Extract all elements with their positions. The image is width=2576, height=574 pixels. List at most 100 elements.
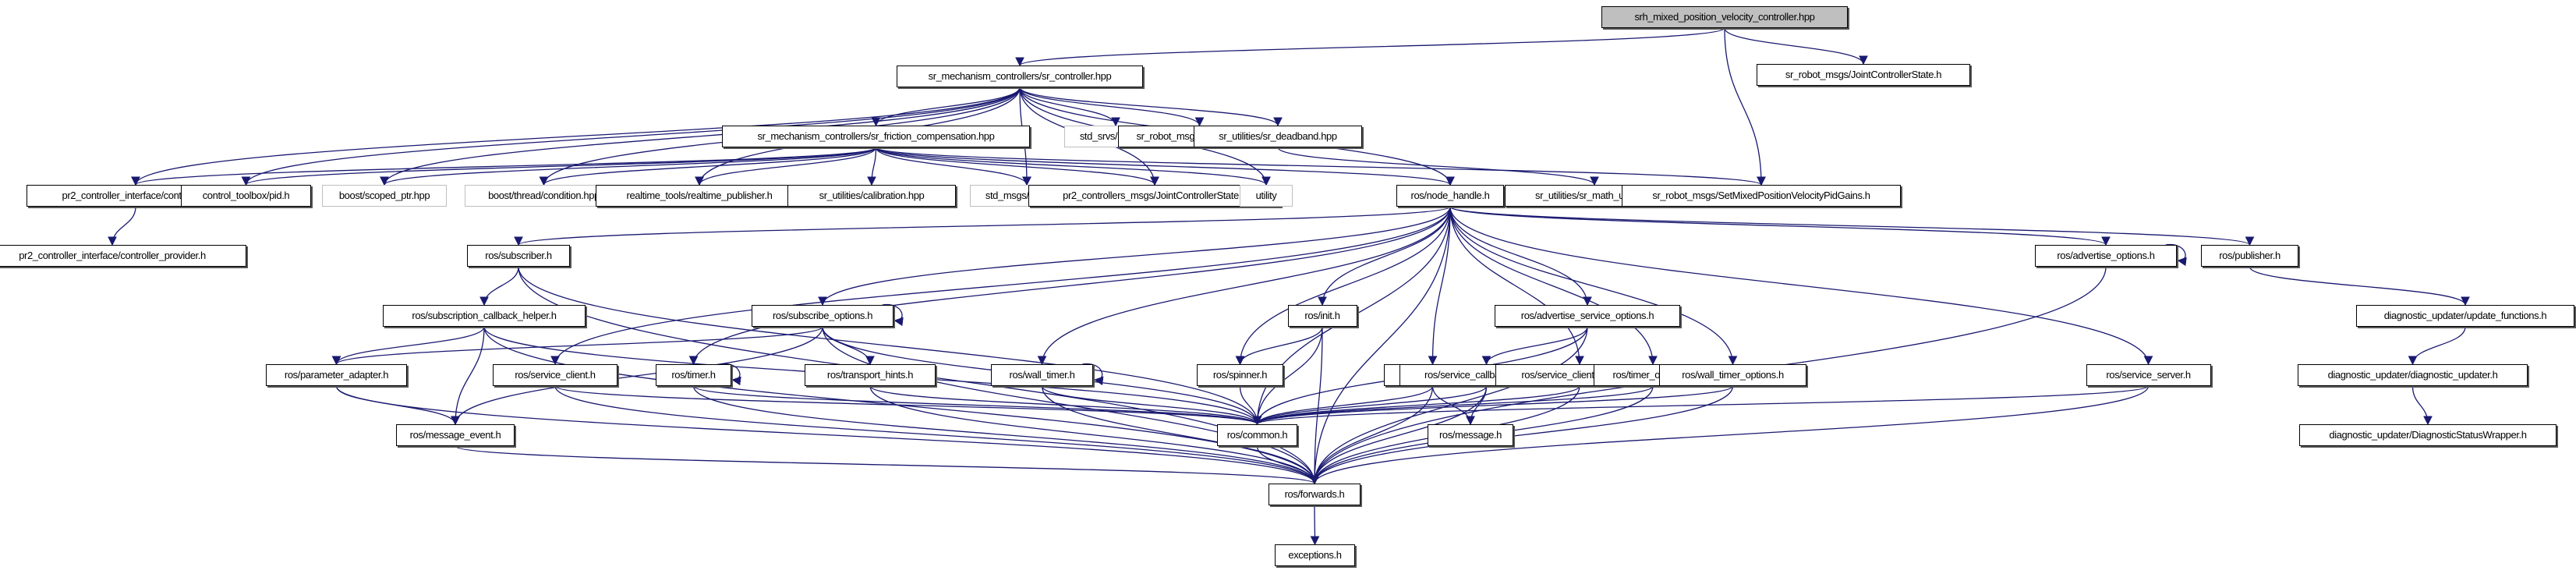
edge-src-to-sfc — [871, 87, 1021, 127]
node-cal[interactable]: sr_utilities/calibration.hpp — [787, 185, 957, 207]
edge-sfc-to-sptr — [380, 147, 877, 186]
edge-pci-to-pcp — [108, 206, 136, 246]
node-jcs[interactable]: sr_robot_msgs/JointControllerState.h — [1757, 64, 1970, 86]
node-exc[interactable]: exceptions.h — [1274, 544, 1356, 566]
node-pa[interactable]: ros/parameter_adapter.h — [265, 364, 408, 386]
edge-nh-to-advo — [1449, 206, 2111, 246]
edge-root-to-jcs — [1724, 27, 1868, 66]
edge-root-to-src — [1015, 27, 1725, 67]
edge-nh-to-to — [1449, 206, 1658, 366]
edge-timer-to-timer — [720, 363, 741, 386]
edge-nh-to-wto — [1449, 206, 1738, 366]
node-src[interactable]: sr_mechanism_controllers/sr_controller.h… — [896, 66, 1144, 87]
node-ss[interactable]: ros/service_server.h — [2086, 364, 2211, 386]
node-smp[interactable]: sr_robot_msgs/SetMixedPositionVelocityPi… — [1621, 185, 1902, 207]
node-dead[interactable]: sr_utilities/sr_deadband.hpp — [1193, 126, 1363, 147]
node-pjcs[interactable]: pr2_controllers_msgs/JointControllerStat… — [1028, 185, 1281, 207]
edge-src-to-spg — [1019, 87, 1205, 127]
edge-sc-to-common — [554, 385, 1261, 426]
edge-sfc-to-smp — [875, 147, 1766, 186]
node-wt[interactable]: ros/wall_timer.h — [990, 364, 1094, 386]
edge-ss-to-common — [1253, 385, 2150, 426]
edge-nh-to-pub2 — [1449, 206, 2254, 246]
edge-pub-to-common — [1252, 385, 1434, 426]
node-uf[interactable]: diagnostic_updater/update_functions.h — [2355, 305, 2575, 327]
node-fwd[interactable]: ros/forwards.h — [1269, 484, 1361, 505]
edge-src-to-empty — [1019, 87, 1120, 127]
node-pid[interactable]: control_toolbox/pid.h — [180, 185, 312, 207]
node-common[interactable]: ros/common.h — [1216, 424, 1298, 446]
node-dsw[interactable]: diagnostic_updater/DiagnosticStatusWrapp… — [2298, 424, 2557, 446]
edge-th-to-common — [869, 385, 1262, 426]
node-sc[interactable]: ros/service_client.h — [493, 364, 617, 386]
node-nh[interactable]: ros/node_handle.h — [1396, 185, 1505, 207]
edge-advo-to-advo — [2165, 244, 2187, 267]
edge-root-to-smp — [1724, 27, 1766, 186]
node-spin[interactable]: ros/spinner.h — [1197, 364, 1283, 386]
edge-init-to-common — [1252, 326, 1323, 426]
edge-pub2-to-uf — [2249, 266, 2470, 306]
node-sub[interactable]: ros/subscriber.h — [467, 245, 570, 267]
edge-timer-to-fwd — [692, 385, 1319, 485]
edge-nh-to-pub — [1428, 206, 1451, 366]
node-advo[interactable]: ros/advertise_options.h — [2035, 245, 2177, 267]
node-timer[interactable]: ros/timer.h — [656, 364, 731, 386]
edge-me-to-fwd — [455, 445, 1319, 485]
edge-pub-to-fwd — [1310, 385, 1434, 485]
node-wto[interactable]: ros/wall_timer_options.h — [1659, 364, 1806, 386]
node-util[interactable]: utility — [1240, 185, 1293, 207]
edge-sfc-to-pjcs — [875, 147, 1159, 186]
edge-sfc-to-cond — [539, 147, 877, 186]
edge-sfc-to-f64 — [875, 147, 1031, 186]
node-pcp[interactable]: pr2_controller_interface/controller_prov… — [0, 245, 247, 267]
edge-sfc-to-util — [875, 147, 1271, 186]
edge-subo-to-pa — [331, 326, 823, 366]
edge-subo-to-subo — [882, 304, 904, 327]
edge-wt-to-wt — [1082, 363, 1104, 386]
edge-sc-to-fwd — [554, 385, 1319, 485]
edge-nh-to-init — [1318, 206, 1451, 306]
edge-nh-to-timer — [688, 206, 1451, 366]
edge-sco-to-common — [1252, 385, 1580, 426]
edge-sfc-to-cal — [867, 147, 877, 186]
edge-common-to-fwd — [1256, 445, 1319, 485]
node-pub2[interactable]: ros/publisher.h — [2201, 245, 2298, 267]
edge-src-to-pci — [131, 87, 1021, 186]
edge-sch2-to-fwd — [1310, 385, 1488, 485]
edge-sch-to-pa — [331, 326, 485, 366]
node-init[interactable]: ros/init.h — [1287, 305, 1357, 327]
node-th[interactable]: ros/transport_hints.h — [805, 364, 936, 386]
node-aso[interactable]: ros/advertise_service_options.h — [1494, 305, 1681, 327]
node-sfc[interactable]: sr_mechanism_controllers/sr_friction_com… — [722, 126, 1030, 147]
edge-init-to-spin — [1235, 326, 1323, 366]
edge-wt-to-common — [1041, 385, 1262, 426]
edge-sfc-to-pci — [131, 147, 877, 186]
edge-to-to-common — [1252, 385, 1654, 426]
edge-wt-to-fwd — [1041, 385, 1319, 485]
node-du[interactable]: diagnostic_updater/diagnostic_updater.h — [2298, 364, 2528, 386]
edge-nh-to-aso — [1449, 206, 1592, 306]
edge-nh-to-fwd — [1310, 206, 1451, 485]
edge-pa-to-fwd — [335, 385, 1319, 485]
edge-sch-to-me — [451, 326, 485, 426]
edge-src-to-dead — [1019, 87, 1283, 127]
edge-nh-to-sc — [550, 206, 1451, 366]
edge-nh-to-subo — [818, 206, 1451, 306]
node-root[interactable]: srh_mixed_position_velocity_controller.h… — [1601, 6, 1849, 28]
edge-sch2-to-common — [1252, 385, 1488, 426]
edge-subo-to-me — [451, 326, 823, 426]
edge-dead-to-smu — [1277, 147, 1599, 186]
node-sch[interactable]: ros/subscription_callback_helper.h — [383, 305, 586, 327]
edge-wto-to-common — [1252, 385, 1734, 426]
edge-sfc-to-pid — [242, 147, 877, 186]
edge-sfc-to-rtp — [695, 147, 877, 186]
node-rtp[interactable]: realtime_tools/realtime_publisher.h — [595, 185, 804, 207]
node-sptr[interactable]: boost/scoped_ptr.hpp — [322, 185, 447, 207]
node-msg[interactable]: ros/message.h — [1427, 424, 1514, 446]
edge-nh-to-spin — [1235, 206, 1451, 366]
edge-du-to-dsw — [2411, 385, 2433, 426]
node-me[interactable]: ros/message_event.h — [395, 424, 515, 446]
node-subo[interactable]: ros/subscribe_options.h — [752, 305, 893, 327]
edge-layer — [108, 27, 2470, 546]
edge-init-to-fwd — [1310, 326, 1323, 485]
